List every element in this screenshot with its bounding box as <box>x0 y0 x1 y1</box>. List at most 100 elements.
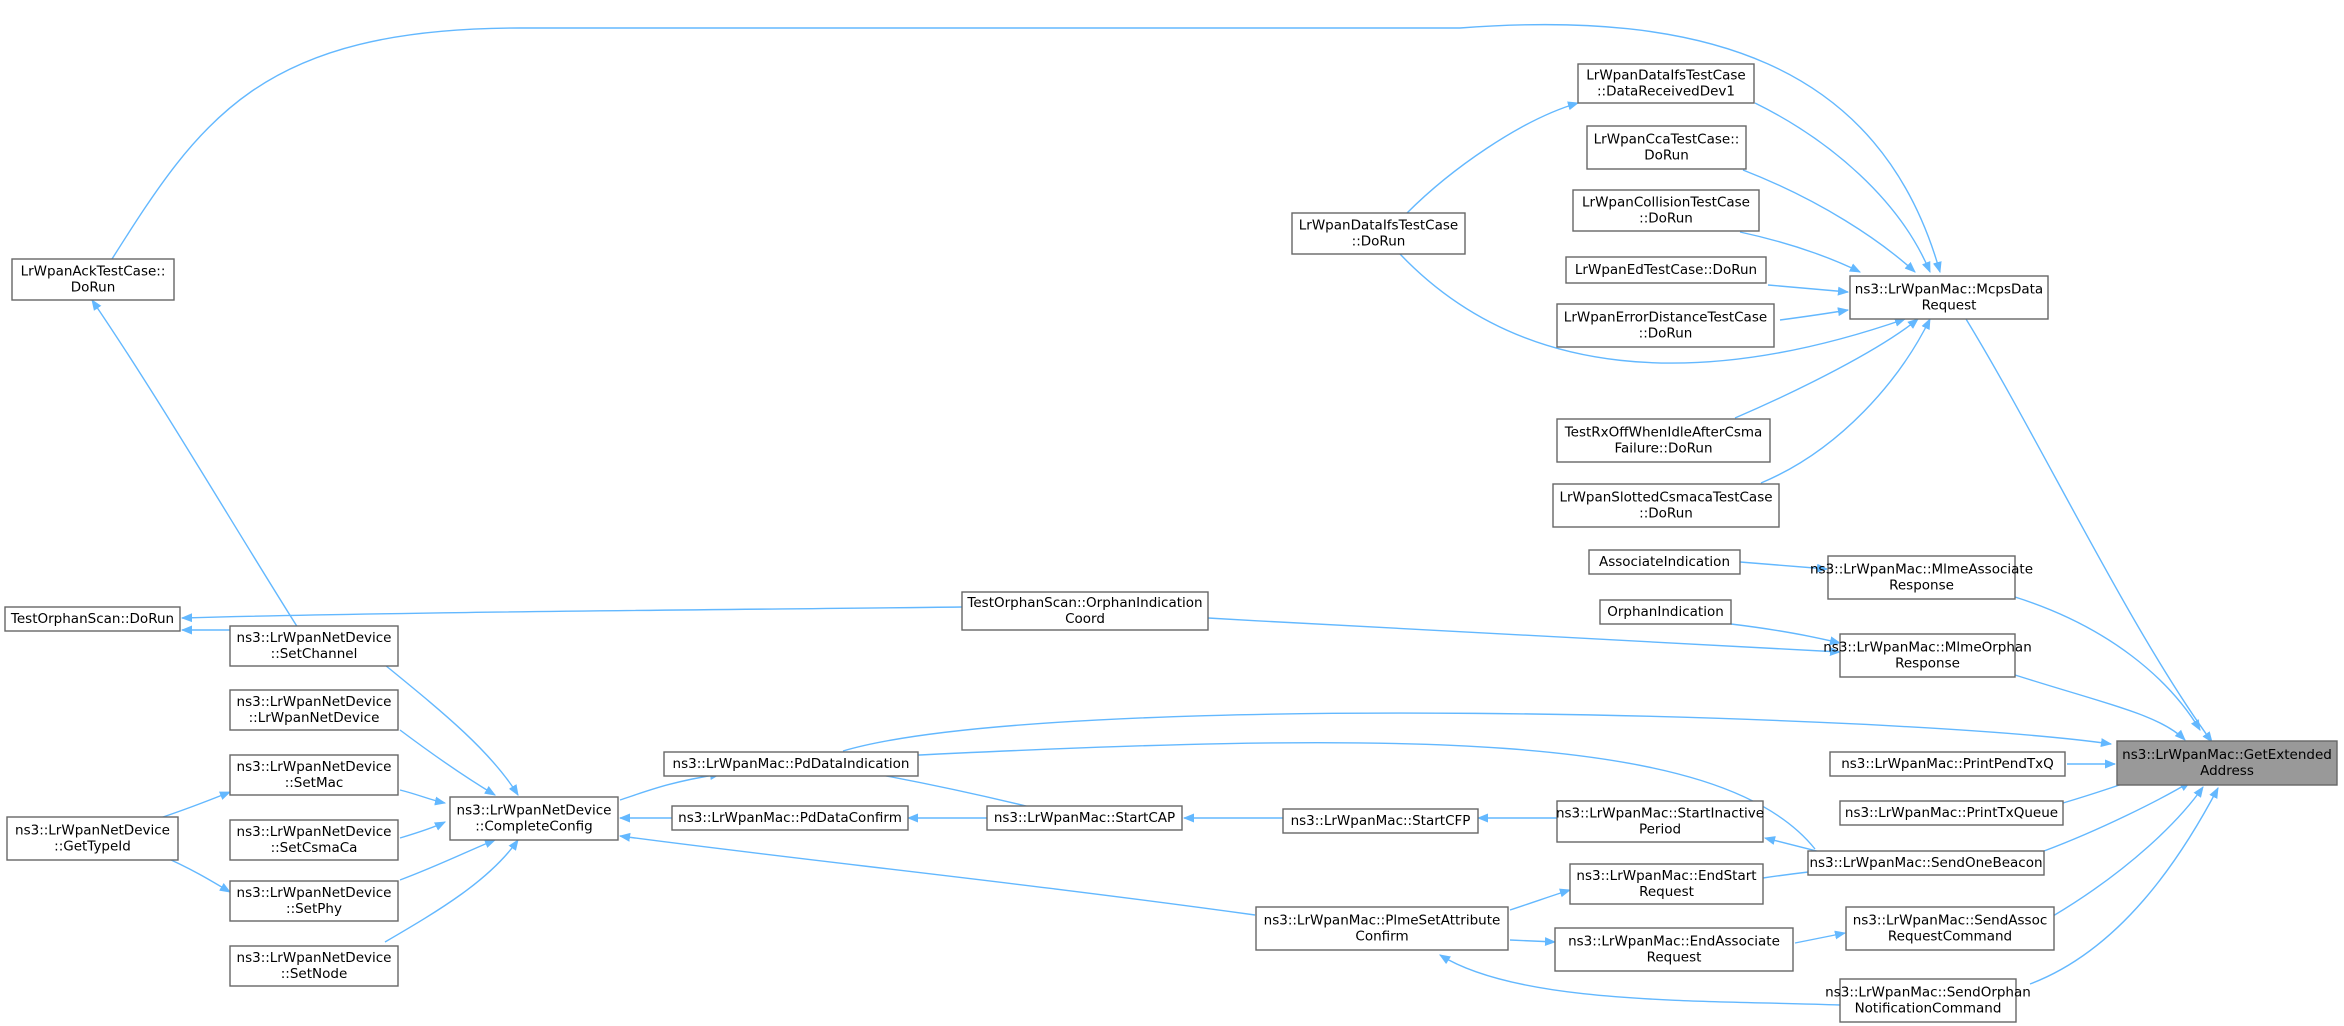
node-label: Address <box>2200 763 2254 779</box>
node-box <box>986 805 1183 831</box>
node-pd-data-indication[interactable]: ns3::LrWpanMac::PdDataIndication <box>663 751 919 777</box>
node-label: ::DoRun <box>1352 234 1406 250</box>
edge-set-channel-to-ack <box>91 299 299 629</box>
node-lr-wpan-net-device[interactable]: ns3::LrWpanNetDevice::LrWpanNetDevice <box>229 689 399 731</box>
node-label: ::CompleteConfig <box>475 819 592 835</box>
edge-set-mac-to-config <box>399 789 447 806</box>
node-set-mac[interactable]: ns3::LrWpanNetDevice::SetMac <box>229 754 399 796</box>
node-complete-config[interactable]: ns3::LrWpanNetDevice::CompleteConfig <box>449 796 619 841</box>
node-box <box>961 591 1209 631</box>
edge-ifs-dev1-to-mcps <box>1754 102 1931 274</box>
node-label: ns3::LrWpanNetDevice <box>237 694 392 710</box>
node-label: ::DoRun <box>1639 326 1693 342</box>
node-orphan-scan-do-run[interactable]: TestOrphanScan::DoRun <box>4 606 181 632</box>
node-box <box>4 606 181 632</box>
node-start-cap[interactable]: ns3::LrWpanMac::StartCAP <box>986 805 1183 831</box>
node-box <box>1827 555 2016 600</box>
edge-plme-to-end-start <box>1509 888 1572 911</box>
node-label: ns3::LrWpanMac::GetExtended <box>2122 747 2332 763</box>
node-label: ns3::LrWpanNetDevice <box>237 630 392 646</box>
node-label: Request <box>1639 884 1694 900</box>
node-get-type-id[interactable]: ns3::LrWpanNetDevice::GetTypeId <box>6 816 179 861</box>
node-ed-do-run[interactable]: LrWpanEdTestCase::DoRun <box>1565 256 1767 284</box>
node-send-orphan-notification-command[interactable]: ns3::LrWpanMac::SendOrphanNotificationCo… <box>1825 978 2031 1023</box>
edge-data-ifs-run-to-mcps <box>1399 253 1907 364</box>
node-ack-do-run[interactable]: LrWpanAckTestCase::DoRun <box>11 258 175 301</box>
node-label: ::LrWpanNetDevice <box>249 710 380 726</box>
node-label: ns3::LrWpanMac::SendOneBeacon <box>1809 855 2042 871</box>
node-label: TestOrphanScan::DoRun <box>10 611 174 627</box>
node-orphan-indication[interactable]: OrphanIndication <box>1599 599 1732 625</box>
node-label: ns3::LrWpanNetDevice <box>237 824 392 840</box>
node-label: Response <box>1889 578 1954 594</box>
edge-orphan-coord-to-response <box>1207 617 1842 656</box>
node-cca-do-run[interactable]: LrWpanCcaTestCase::DoRun <box>1586 125 1747 170</box>
node-label: LrWpanEdTestCase::DoRun <box>1575 262 1757 278</box>
edge-rx-off-to-mcps <box>1734 318 1919 419</box>
edge-set-phy-to-config <box>399 839 497 881</box>
node-label: ns3::LrWpanNetDevice <box>457 803 612 819</box>
edge-net-device-to-config <box>399 729 496 796</box>
node-label: ns3::LrWpanMac::PdDataIndication <box>673 756 910 772</box>
nodes: ns3::LrWpanMac::GetExtendedAddressns3::L… <box>4 63 2338 1023</box>
node-label: ns3::LrWpanMac::PrintTxQueue <box>1845 805 2058 821</box>
node-data-ifs-do-run[interactable]: LrWpanDataIfsTestCase::DoRun <box>1291 212 1466 255</box>
node-label: ns3::LrWpanMac::StartCAP <box>994 810 1175 826</box>
node-box <box>1556 418 1771 463</box>
edge-send-orphan-to-root <box>2029 787 2219 985</box>
node-print-pend-txq[interactable]: ns3::LrWpanMac::PrintPendTxQ <box>1829 751 2066 777</box>
node-box <box>1845 906 2055 951</box>
node-collision-do-run[interactable]: LrWpanCollisionTestCase::DoRun <box>1572 189 1760 232</box>
node-label: ::SetPhy <box>286 901 342 917</box>
node-error-distance-do-run[interactable]: LrWpanErrorDistanceTestCase::DoRun <box>1556 303 1775 348</box>
node-set-csmaca[interactable]: ns3::LrWpanNetDevice::SetCsmaCa <box>229 819 399 861</box>
node-box <box>1552 483 1780 528</box>
node-box <box>1565 256 1767 284</box>
node-label: TestRxOffWhenIdleAfterCsma <box>1564 425 1763 441</box>
node-set-channel[interactable]: ns3::LrWpanNetDevice::SetChannel <box>229 625 399 667</box>
node-box <box>1556 800 1764 843</box>
edges <box>91 23 2219 1006</box>
node-slotted-csmaca-do-run[interactable]: LrWpanSlottedCsmacaTestCase::DoRun <box>1552 483 1780 528</box>
node-box <box>229 819 399 861</box>
node-label: AssociateIndication <box>1599 554 1730 570</box>
edge-data-ifs-run-to-dev1 <box>1406 101 1580 214</box>
node-label: Coord <box>1065 611 1105 627</box>
node-pd-data-confirm[interactable]: ns3::LrWpanMac::PdDataConfirm <box>671 805 909 831</box>
node-label: RequestCommand <box>1888 929 2012 945</box>
node-print-tx-queue[interactable]: ns3::LrWpanMac::PrintTxQueue <box>1839 800 2064 826</box>
node-set-phy[interactable]: ns3::LrWpanNetDevice::SetPhy <box>229 880 399 922</box>
node-label: ns3::LrWpanMac::SendAssoc <box>1853 913 2048 929</box>
node-box <box>1291 212 1466 255</box>
node-box <box>6 816 179 861</box>
node-start-cfp[interactable]: ns3::LrWpanMac::StartCFP <box>1282 808 1479 834</box>
node-box <box>1839 633 2016 678</box>
node-label: Request <box>1647 950 1702 966</box>
node-box <box>1255 906 1509 951</box>
node-box <box>1556 303 1775 348</box>
node-label: LrWpanErrorDistanceTestCase <box>1564 310 1767 326</box>
node-associate-indication[interactable]: AssociateIndication <box>1588 549 1741 575</box>
node-label: ::SetMac <box>285 775 344 791</box>
node-box <box>1554 927 1794 972</box>
edge-orphan-indication-to-response <box>1730 623 1842 646</box>
node-label: ns3::LrWpanMac::EndAssociate <box>1568 934 1780 950</box>
node-set-node[interactable]: ns3::LrWpanNetDevice::SetNode <box>229 945 399 987</box>
node-label: LrWpanDataIfsTestCase <box>1586 68 1745 84</box>
node-label: ::GetTypeId <box>54 839 131 855</box>
node-send-one-beacon[interactable]: ns3::LrWpanMac::SendOneBeacon <box>1807 850 2045 876</box>
node-data-ifs-received-dev1[interactable]: LrWpanDataIfsTestCase::DataReceivedDev1 <box>1577 63 1755 104</box>
node-label: DoRun <box>1644 148 1689 164</box>
node-box <box>671 805 909 831</box>
